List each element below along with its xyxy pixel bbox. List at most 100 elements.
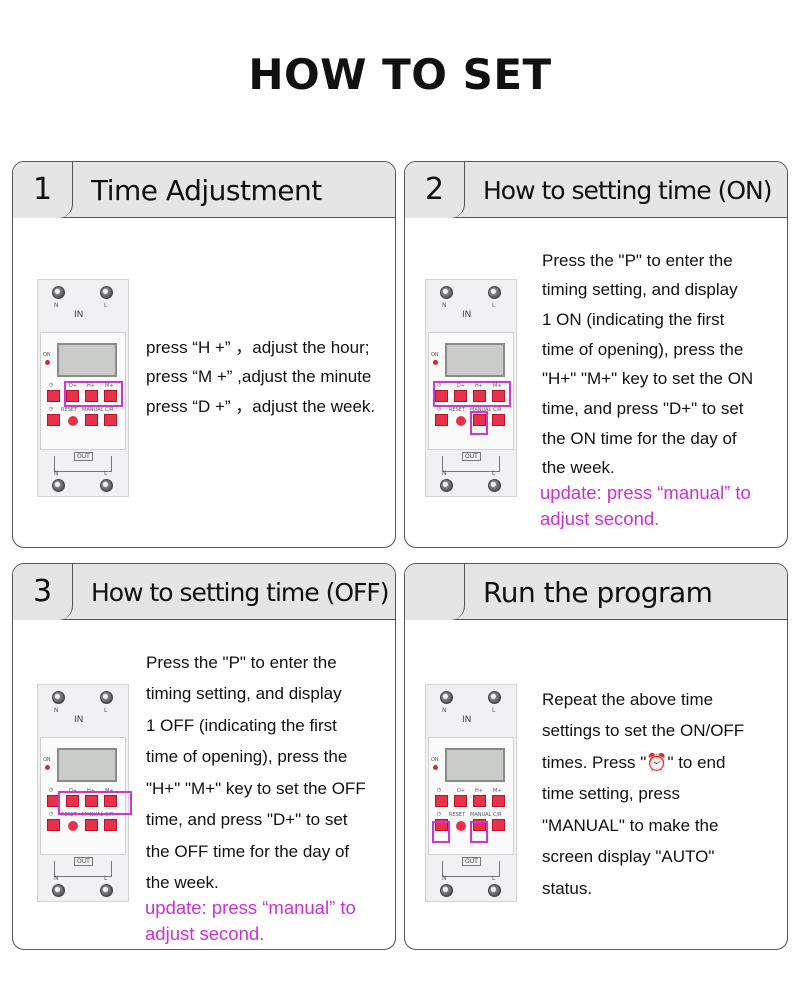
clock-icon: ◷ xyxy=(49,787,54,793)
key-label: MANUAL xyxy=(82,812,104,818)
instruction-line: status. xyxy=(542,879,593,898)
key-label: C/R xyxy=(493,812,502,818)
lcd-screen xyxy=(57,748,117,782)
card-header xyxy=(13,162,395,218)
hour-plus-key xyxy=(85,795,98,807)
instruction-line: Repeat the above time xyxy=(542,690,714,709)
key-label: D+ xyxy=(457,383,466,389)
instruction-line: times. Press "⏰" to end xyxy=(542,753,726,772)
terminal-label: N xyxy=(54,302,59,309)
instruction-line: "H+" "M+" key to set the ON xyxy=(542,369,754,388)
key-highlight-box xyxy=(432,821,450,843)
manual-key xyxy=(85,414,98,426)
lcd-screen xyxy=(57,343,117,377)
card-title: How to setting time (OFF) xyxy=(91,578,390,607)
instruction-line: time of opening), press the xyxy=(146,747,348,766)
output-bracket xyxy=(442,861,500,877)
clock-key xyxy=(47,819,60,831)
output-label: OUT xyxy=(74,452,93,461)
terminal-screw-icon xyxy=(488,479,501,492)
day-plus-key xyxy=(454,390,467,402)
terminal-label: L xyxy=(492,875,496,882)
output-label: OUT xyxy=(462,452,481,461)
terminal-label: L xyxy=(104,875,108,882)
terminal-screw-icon xyxy=(52,884,65,897)
input-label: IN xyxy=(462,715,472,725)
on-label: ON xyxy=(431,352,439,358)
instruction-line: 1 ON (indicating the first xyxy=(542,310,725,329)
update-note-line: update: press “manual” to xyxy=(540,482,751,503)
manual-key xyxy=(85,819,98,831)
key-highlight-box xyxy=(470,411,488,435)
power-led-icon xyxy=(433,360,438,365)
terminal-screw-icon xyxy=(440,884,453,897)
input-label: IN xyxy=(74,310,84,320)
key-label: H+ xyxy=(87,383,95,389)
cancel-recall-key xyxy=(104,819,117,831)
program-key xyxy=(435,390,448,402)
on-label: ON xyxy=(43,352,51,358)
card-title: How to setting time (ON) xyxy=(483,176,772,205)
key-label: RESET xyxy=(61,812,78,818)
key-highlight-box xyxy=(58,791,132,815)
terminal-screw-icon xyxy=(52,691,65,704)
update-note-line: update: press “manual” to xyxy=(145,897,356,918)
instruction-line: time setting, press xyxy=(542,784,680,803)
step-number: 3 xyxy=(13,564,73,620)
key-label: RESET xyxy=(61,407,78,413)
terminal-screw-icon xyxy=(100,286,113,299)
key-label: MANUAL xyxy=(82,407,104,413)
power-led-icon xyxy=(45,360,50,365)
terminal-screw-icon xyxy=(488,286,501,299)
lcd-screen xyxy=(445,748,505,782)
update-note-line: adjust second. xyxy=(540,508,660,529)
terminal-label: L xyxy=(104,470,108,477)
reset-button xyxy=(68,416,78,426)
terminal-label: N xyxy=(54,470,59,477)
clock-icon: ◷ xyxy=(437,406,442,412)
terminal-screw-icon xyxy=(440,286,453,299)
clock-icon: ◷ xyxy=(437,787,442,793)
clock-icon: ◷ xyxy=(437,811,442,817)
reset-button xyxy=(68,821,78,831)
instruction-line: settings to set the ON/OFF xyxy=(542,721,745,740)
step-number xyxy=(405,564,465,620)
reset-button xyxy=(456,416,466,426)
output-bracket xyxy=(54,456,112,472)
program-key xyxy=(47,390,60,402)
key-label: M+ xyxy=(493,788,502,794)
key-label: D+ xyxy=(457,788,466,794)
day-plus-key xyxy=(66,390,79,402)
clock-icon: ◷ xyxy=(437,382,442,388)
minute-plus-key xyxy=(104,390,117,402)
instruction-line: timing setting, and display xyxy=(542,280,738,299)
output-bracket xyxy=(54,861,112,877)
lcd-screen xyxy=(445,343,505,377)
instruction-line: time, and press "D+" to set xyxy=(146,810,348,829)
instruction-line: timing setting, and display xyxy=(146,684,342,703)
clock-icon: ◷ xyxy=(49,406,54,412)
terminal-label: L xyxy=(492,470,496,477)
card-header xyxy=(405,564,787,620)
key-label: C/R xyxy=(105,407,114,413)
key-highlight-box xyxy=(64,381,123,407)
instruction-line: time of opening), press the xyxy=(542,340,744,359)
day-plus-key xyxy=(454,795,467,807)
day-plus-key xyxy=(66,795,79,807)
manual-key xyxy=(473,414,486,426)
key-highlight-box xyxy=(433,381,511,407)
key-label: RESET xyxy=(449,812,466,818)
on-label: ON xyxy=(43,757,51,763)
instruction-line: 1 OFF (indicating the first xyxy=(146,716,337,735)
clock-icon: ◷ xyxy=(49,382,54,388)
key-label: M+ xyxy=(105,383,114,389)
hour-plus-key xyxy=(473,390,486,402)
terminal-label: N xyxy=(442,302,447,309)
minute-plus-key xyxy=(492,390,505,402)
card-title: Time Adjustment xyxy=(91,174,322,207)
clock-key xyxy=(47,414,60,426)
input-label: IN xyxy=(74,715,84,725)
